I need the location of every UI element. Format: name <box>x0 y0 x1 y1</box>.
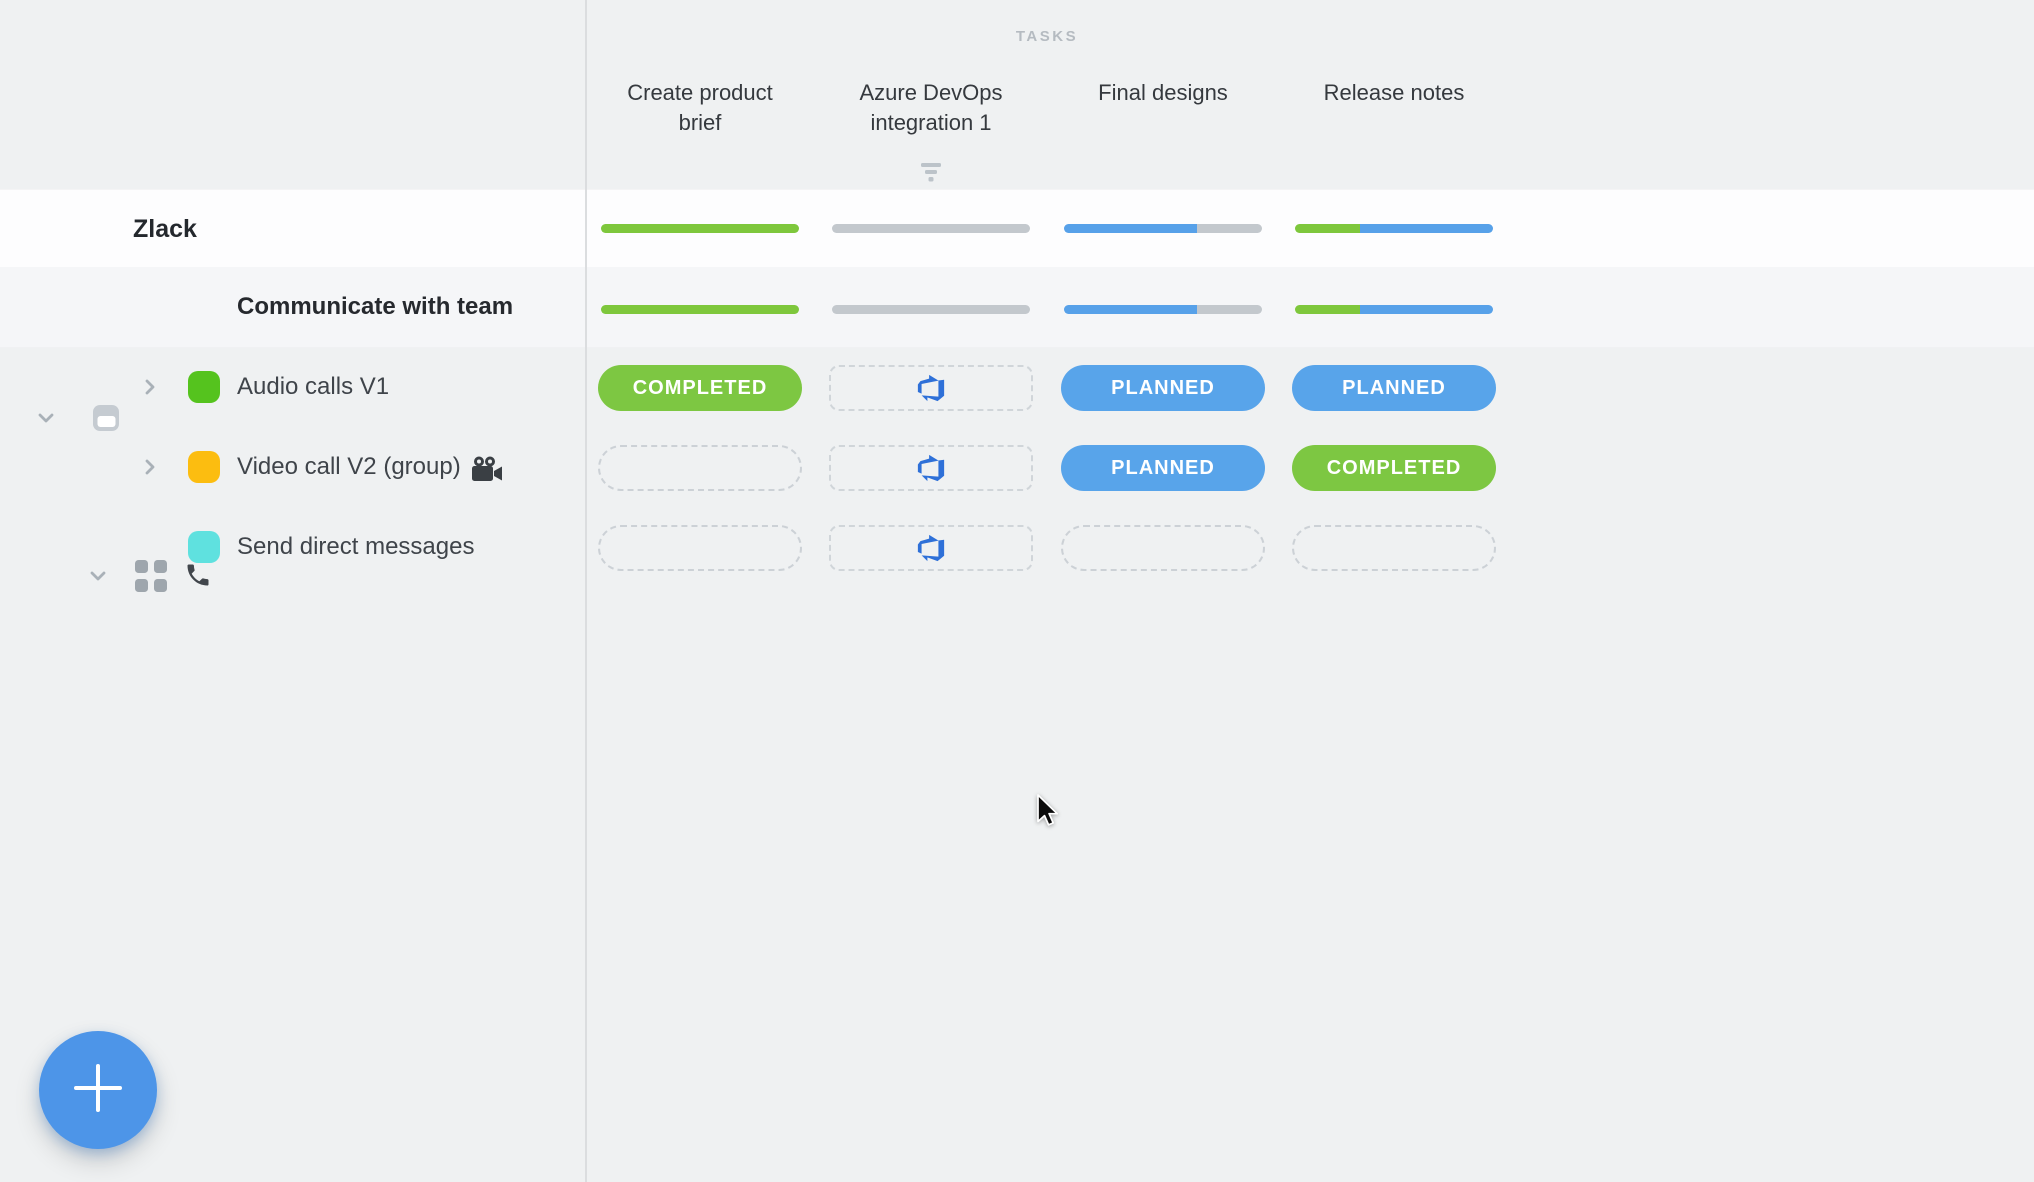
status-pill-label: COMPLETED <box>632 376 768 399</box>
column-header-create-product-brief[interactable]: Create product brief <box>605 78 795 138</box>
progress-bar-communicate-with-team-final-designs[interactable] <box>1064 305 1262 314</box>
azure-devops-icon <box>916 373 946 403</box>
column-header-final-designs[interactable]: Final designs <box>1068 78 1258 108</box>
item-name[interactable]: Video call V2 (group) <box>237 427 503 507</box>
tasks-section-label: TASKS <box>1015 28 1079 45</box>
item-color-swatch <box>188 531 220 563</box>
product-name[interactable]: Zlack <box>133 214 197 243</box>
filter-icon[interactable] <box>921 162 941 182</box>
status-pill-planned[interactable]: PLANNED <box>1061 445 1265 491</box>
progress-segment-green <box>1295 224 1361 233</box>
item-color-swatch <box>188 451 220 483</box>
chevron-right-icon[interactable] <box>140 377 160 397</box>
status-pill-completed[interactable]: COMPLETED <box>1292 445 1496 491</box>
progress-segment-green <box>601 305 799 314</box>
item-name[interactable]: Send direct messages <box>237 533 475 560</box>
azure-devops-icon <box>916 453 946 483</box>
status-pill-completed[interactable]: COMPLETED <box>598 365 802 411</box>
row-item-audio-calls[interactable]: Audio calls V1 <box>0 347 2034 427</box>
azure-devops-cell[interactable] <box>829 365 1033 411</box>
progress-segment-blue <box>1360 305 1493 314</box>
column-header-azure-devops-integration-1[interactable]: Azure DevOps integration 1 <box>836 78 1026 138</box>
progress-bar-zlack-azure-devops-integration-1[interactable] <box>832 224 1030 233</box>
movie-camera-icon <box>471 456 503 483</box>
progress-segment-gray <box>832 224 1030 233</box>
progress-bar-zlack-release-notes[interactable] <box>1295 224 1493 233</box>
chevron-down-icon[interactable] <box>36 408 56 428</box>
azure-devops-cell[interactable] <box>829 525 1033 571</box>
row-item-video-call[interactable]: Video call V2 (group) <box>0 427 2034 507</box>
progress-segment-blue <box>1360 224 1493 233</box>
azure-devops-icon <box>916 533 946 563</box>
column-header-label: Azure DevOps integration 1 <box>859 80 1003 135</box>
item-color-swatch <box>188 371 220 403</box>
progress-segment-gray <box>1196 224 1262 233</box>
status-pill-label: PLANNED <box>1342 376 1446 399</box>
chevron-right-icon[interactable] <box>140 457 160 477</box>
progress-bar-zlack-create-product-brief[interactable] <box>601 224 799 233</box>
progress-segment-gray <box>832 305 1030 314</box>
row-item-send-messages[interactable]: Send direct messages <box>0 507 2034 587</box>
status-pill-label: PLANNED <box>1111 456 1215 479</box>
status-pill-planned[interactable]: PLANNED <box>1061 365 1265 411</box>
empty-status-cell[interactable] <box>598 445 802 491</box>
progress-bar-zlack-final-designs[interactable] <box>1064 224 1262 233</box>
item-name[interactable]: Audio calls V1 <box>237 373 390 400</box>
azure-devops-cell[interactable] <box>829 445 1033 491</box>
progress-segment-blue <box>1064 305 1197 314</box>
chevron-down-icon[interactable] <box>88 566 108 586</box>
add-button[interactable] <box>39 1031 157 1149</box>
window-icon <box>92 404 120 437</box>
status-pill-label: PLANNED <box>1111 376 1215 399</box>
column-header-label: Create product brief <box>627 80 773 135</box>
status-pill-planned[interactable]: PLANNED <box>1292 365 1496 411</box>
empty-status-cell[interactable] <box>598 525 802 571</box>
progress-segment-green <box>1295 305 1361 314</box>
progress-segment-blue <box>1064 224 1197 233</box>
phone-icon <box>184 561 212 594</box>
progress-bar-communicate-with-team-azure-devops-integration-1[interactable] <box>832 305 1030 314</box>
progress-segment-green <box>601 224 799 233</box>
arrow-cursor <box>1036 793 1064 836</box>
column-header-label: Final designs <box>1098 80 1228 105</box>
group-name[interactable]: Communicate with team <box>237 293 514 320</box>
status-pill-label: COMPLETED <box>1326 456 1462 479</box>
progress-segment-gray <box>1196 305 1262 314</box>
progress-bar-communicate-with-team-create-product-brief[interactable] <box>601 305 799 314</box>
grid-icon <box>135 560 167 597</box>
empty-status-cell[interactable] <box>1292 525 1496 571</box>
empty-status-cell[interactable] <box>1061 525 1265 571</box>
plus-icon <box>72 1062 124 1119</box>
column-header-label: Release notes <box>1323 80 1465 105</box>
column-header-release-notes[interactable]: Release notes <box>1299 78 1489 108</box>
sidebar-divider <box>585 0 587 1182</box>
progress-bar-communicate-with-team-release-notes[interactable] <box>1295 305 1493 314</box>
